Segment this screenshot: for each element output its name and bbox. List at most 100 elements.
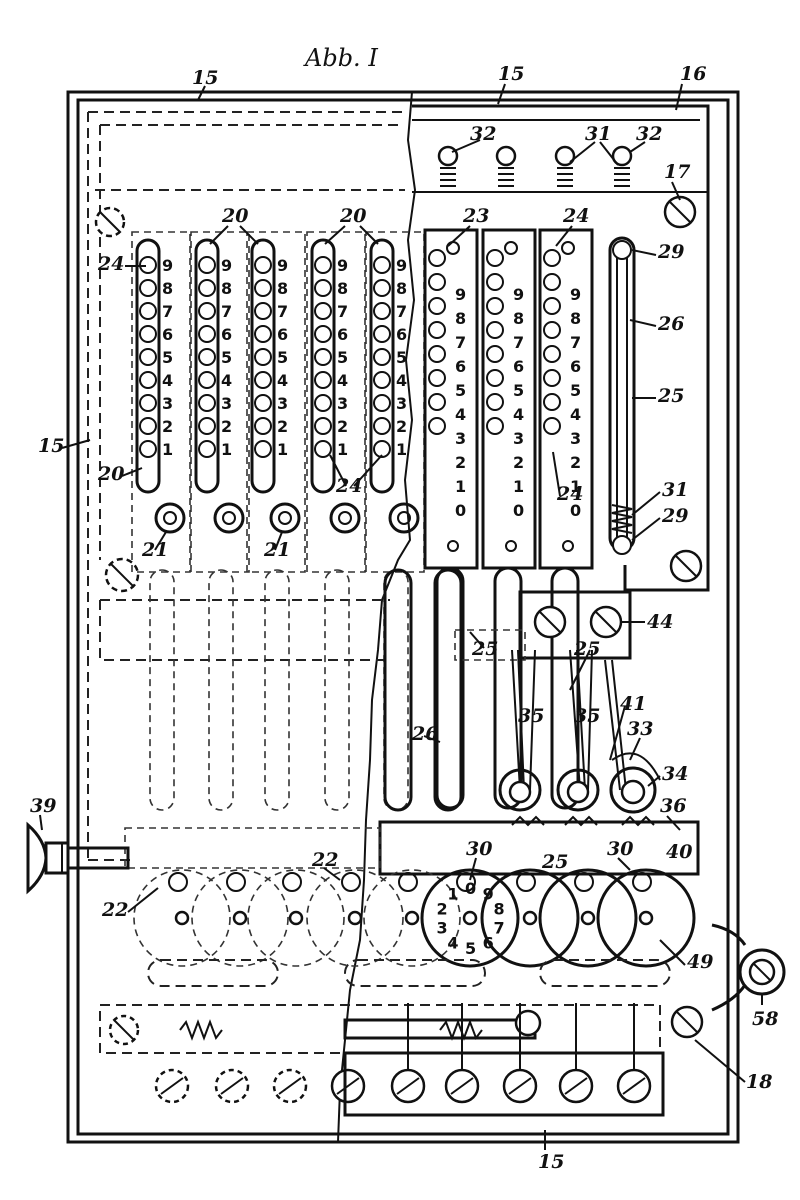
top-spring-row — [437, 145, 633, 187]
slot-pin — [154, 502, 186, 534]
top-spring-2 — [495, 145, 517, 187]
plate-digit: 8 — [455, 309, 466, 328]
label-20-b: 20 — [339, 205, 366, 227]
bottom-screw-row — [154, 1003, 652, 1104]
slot-digit: 6 — [162, 325, 173, 344]
wheel-digit: 5 — [465, 939, 476, 958]
bottom-screw-9 — [616, 1003, 652, 1104]
label-17: 17 — [664, 161, 690, 183]
slot-digit: 8 — [337, 279, 348, 298]
slot-digit: 2 — [337, 417, 348, 436]
bottom-screw-7 — [502, 1003, 538, 1104]
label-40: 40 — [666, 841, 692, 863]
slot-digit: 3 — [221, 394, 232, 413]
plate-hole — [486, 249, 504, 267]
slot-digit: 1 — [221, 440, 232, 459]
label-32-b: 32 — [636, 123, 662, 145]
crank-handle[interactable] — [26, 821, 130, 895]
slot-hole — [373, 325, 391, 343]
housing-frame — [66, 90, 740, 1144]
label-26-right: 26 — [657, 313, 684, 335]
slot-digit: 4 — [277, 371, 288, 390]
label-35-a: 35 — [518, 705, 544, 727]
counting-wheel-2 — [191, 869, 289, 967]
slot-hole — [314, 440, 332, 458]
plate-hole — [428, 369, 446, 387]
wheel-digit: 0 — [465, 879, 476, 898]
counting-wheel-9 — [596, 868, 696, 968]
knob-58[interactable] — [711, 923, 786, 1012]
plate-digit: 4 — [455, 405, 466, 424]
slot-pin — [329, 502, 361, 534]
plate-digit: 6 — [570, 357, 581, 376]
slot-digit: 9 — [396, 256, 407, 275]
slot-digit: 7 — [162, 302, 173, 321]
slide-bar-group — [383, 568, 463, 812]
slot-hole — [254, 371, 272, 389]
slot-hole — [198, 417, 216, 435]
slot-hole — [139, 325, 157, 343]
label-24-right: 24 — [556, 483, 583, 505]
plate-hole — [486, 321, 504, 339]
label-15-bottom: 15 — [538, 1151, 564, 1173]
slot-hole — [254, 440, 272, 458]
plate-bar — [550, 566, 580, 810]
label-49: 49 — [687, 951, 713, 973]
slot-digit: 8 — [396, 279, 407, 298]
slot-hole — [373, 417, 391, 435]
lower-curved-slots — [147, 959, 671, 987]
slot-digit: 9 — [221, 256, 232, 275]
slot-digit: 5 — [277, 348, 288, 367]
plate-digit: 9 — [455, 285, 466, 304]
corner-screw-mid-left — [104, 557, 140, 593]
slot-pin — [388, 502, 420, 534]
screw-18 — [670, 1005, 704, 1039]
slot-hole — [198, 279, 216, 297]
slot-hole — [254, 417, 272, 435]
plate-digit: 7 — [513, 333, 524, 352]
slot-digit: 7 — [396, 302, 407, 321]
plate-digit: 9 — [513, 285, 524, 304]
plate-hole — [486, 345, 504, 363]
slot-digit: 4 — [221, 371, 232, 390]
slot-hole — [198, 440, 216, 458]
slot-hole — [314, 279, 332, 297]
label-22-b: 22 — [101, 899, 128, 921]
slot-digit: 5 — [162, 348, 173, 367]
label-35-b: 35 — [574, 705, 600, 727]
counting-wheel-1 — [133, 869, 231, 967]
slot-digit: 3 — [337, 394, 348, 413]
plate-bar — [435, 566, 465, 810]
wheel-digit: 4 — [447, 933, 458, 952]
slide-bar-1 — [383, 568, 413, 812]
label-25-lower: 25 — [541, 851, 568, 873]
bottom-screw-1 — [154, 1068, 190, 1104]
slot-digit: 9 — [337, 256, 348, 275]
counting-wheel-5 — [363, 869, 461, 967]
plate-digit: 5 — [570, 381, 581, 400]
plate-hole — [543, 249, 561, 267]
slot-hole — [139, 440, 157, 458]
slot-digit: 9 — [162, 256, 173, 275]
pawl-levers — [498, 752, 661, 814]
slot-hole — [198, 302, 216, 320]
slot-hole — [139, 417, 157, 435]
slot-digit: 7 — [277, 302, 288, 321]
bottom-screw-6 — [444, 1003, 480, 1104]
slot-hole — [373, 279, 391, 297]
slot-hole — [139, 394, 157, 412]
plate-hole — [428, 273, 446, 291]
screw-right-mid — [669, 549, 703, 583]
slot-digit: 2 — [396, 417, 407, 436]
slot-hole — [139, 302, 157, 320]
label-26-mid: 26 — [411, 723, 438, 745]
plate-digit: 7 — [455, 333, 466, 352]
plate-hole — [428, 321, 446, 339]
slide-bar-2 — [433, 568, 463, 812]
plate-digit: 1 — [455, 477, 466, 496]
slot-hole — [373, 302, 391, 320]
